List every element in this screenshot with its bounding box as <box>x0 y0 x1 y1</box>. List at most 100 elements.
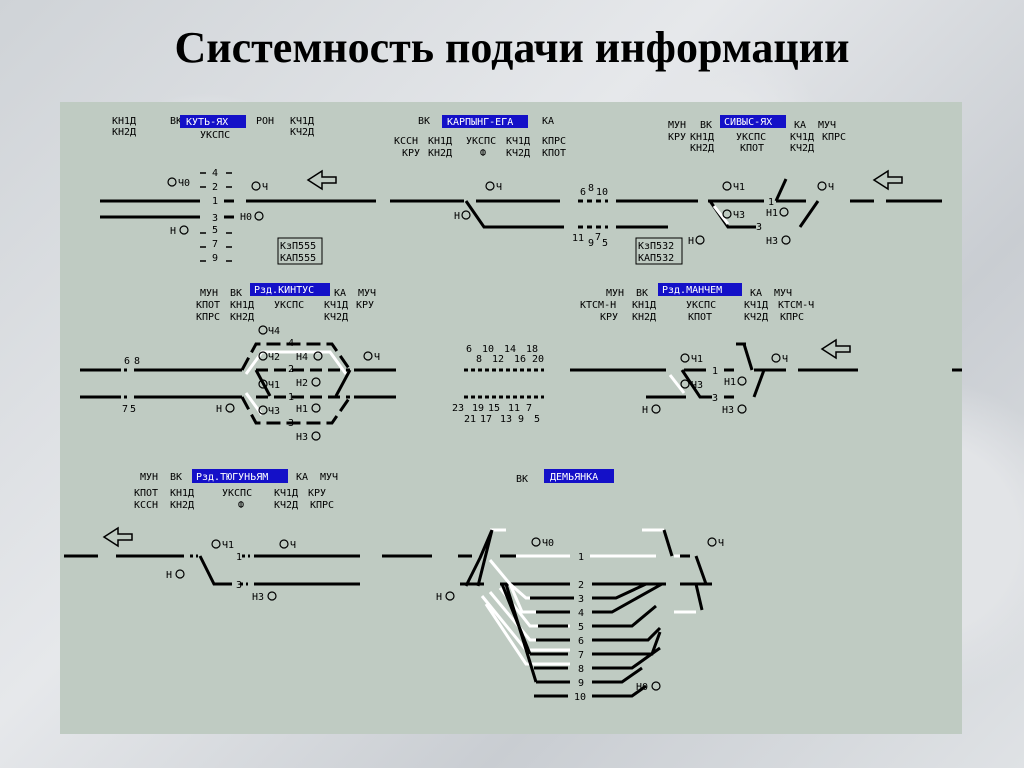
signal-label: Н3 <box>722 405 734 416</box>
station-tracks <box>530 596 574 698</box>
direction-arrow-icon <box>306 169 337 191</box>
crossover <box>254 369 352 397</box>
signal-icon <box>485 181 495 191</box>
track-number: 9 <box>578 678 584 689</box>
track-number: 3 <box>756 222 762 233</box>
signal-icon <box>781 235 791 245</box>
station-karpyng-ega: ВК КАРПЫНГ-ЕГА КА КССН КН1Д УКСПС КЧ1Д К… <box>390 115 698 265</box>
signal-label: Н3 <box>766 236 778 247</box>
signal-icon <box>771 353 781 363</box>
signal-label: Ч2 <box>268 352 280 363</box>
signal-label: Ч0 <box>178 178 190 189</box>
text: МУН <box>200 288 218 299</box>
signal-icon <box>680 353 690 363</box>
track-number: 2 <box>288 364 294 375</box>
text: КН2Д <box>690 143 714 154</box>
signal-label: Н <box>436 592 442 603</box>
number: 13 <box>500 414 512 425</box>
number: 6 <box>580 187 586 198</box>
track-segment <box>680 554 712 586</box>
station-name: Рзд.МАНЧЕМ <box>662 285 722 296</box>
text: КРУ <box>402 148 420 159</box>
number: 7 <box>122 404 128 415</box>
signal-icon <box>311 377 321 387</box>
text: КЧ2Д <box>506 148 530 159</box>
number: 17 <box>480 414 492 425</box>
signal-label: Н <box>216 404 222 415</box>
track-number: 4 <box>578 608 584 619</box>
track-segment <box>736 342 754 371</box>
signal-icon <box>267 591 277 601</box>
signal-icon <box>680 379 690 389</box>
number: 5 <box>602 238 608 249</box>
signal-icon <box>707 537 717 547</box>
station-label-bg <box>658 283 742 296</box>
signal-label: Н <box>454 211 460 222</box>
number: 20 <box>532 354 544 365</box>
text: КА <box>750 288 762 299</box>
track-stubs <box>200 172 232 262</box>
text: КРУ <box>600 312 618 323</box>
middle-block-numbers: 6 10 14 18 8 12 16 20 23 19 15 11 7 21 1… <box>452 344 544 425</box>
signal-icon <box>363 351 373 361</box>
number: 10 <box>482 344 494 355</box>
signal-icon <box>779 207 789 217</box>
text: КЧ1Д <box>506 136 530 147</box>
text: КЧ1Д <box>790 132 814 143</box>
signal-icon <box>258 351 268 361</box>
number: 14 <box>504 344 516 355</box>
number: 10 <box>596 187 608 198</box>
text: КА <box>542 116 554 127</box>
text: КН2Д <box>428 148 452 159</box>
text: ВК <box>418 116 430 127</box>
text: КЧ1Д <box>324 300 348 311</box>
track-number: 3 <box>236 580 242 591</box>
station-label-bg <box>442 115 528 128</box>
station-name: КАРПЫНГ-ЕГА <box>447 117 513 128</box>
signal-label: Ч <box>496 182 502 193</box>
signal-icon <box>211 539 221 549</box>
text: ВК <box>516 474 528 485</box>
text: КРУ <box>668 132 686 143</box>
signal-label: Н3 <box>252 592 264 603</box>
track-segment <box>256 368 350 399</box>
route-fan <box>480 559 570 666</box>
station-kintus: МУН ВК Рзд.КИНТУС КА МУЧ КПОТ КН1Д УКСПС… <box>80 283 396 443</box>
text: КН2Д <box>170 500 194 511</box>
text: КРУ <box>356 300 374 311</box>
station-tracks-right <box>592 582 663 698</box>
text: МУН <box>668 120 686 131</box>
track-number: 5 <box>578 622 584 633</box>
page-title: Системность подачи информации <box>174 23 850 72</box>
track-number: 6 <box>578 636 584 647</box>
text: МУЧ <box>774 288 792 299</box>
text: УКСПС <box>274 300 304 311</box>
track-segment <box>190 554 250 586</box>
text: УКСПС <box>222 488 252 499</box>
signal-icon <box>817 181 827 191</box>
number: 7 <box>595 232 601 243</box>
station-name: ДЕМЬЯНКА <box>550 472 598 483</box>
signal-icon <box>167 177 177 187</box>
text: Ф <box>238 500 244 511</box>
text: КЧ1Д <box>274 488 298 499</box>
text: КА <box>296 472 308 483</box>
track-number: 3 <box>578 594 584 605</box>
number: 12 <box>492 354 504 365</box>
track-number: 7 <box>578 650 584 661</box>
track-number: 3 <box>712 393 718 404</box>
signal-label: Ч <box>262 182 268 193</box>
text: КАП532 <box>638 253 674 264</box>
signal-label: Ч <box>374 352 380 363</box>
text: КПОТ <box>740 143 764 154</box>
text: КТСМ-Ч <box>778 300 814 311</box>
siding-track-3 <box>198 555 360 586</box>
text: КА <box>794 120 806 131</box>
signal-label: Ч1 <box>691 354 703 365</box>
signal-icon <box>179 225 189 235</box>
signal-label: Н3 <box>296 432 308 443</box>
station-kut-yakh: КН1Д КН2Д ВК КУТЬ-ЯХ РОН УКСПС КЧ1Д КЧ2Д… <box>100 115 376 265</box>
number: 8 <box>476 354 482 365</box>
number: 18 <box>526 344 538 355</box>
text: МУН <box>140 472 158 483</box>
